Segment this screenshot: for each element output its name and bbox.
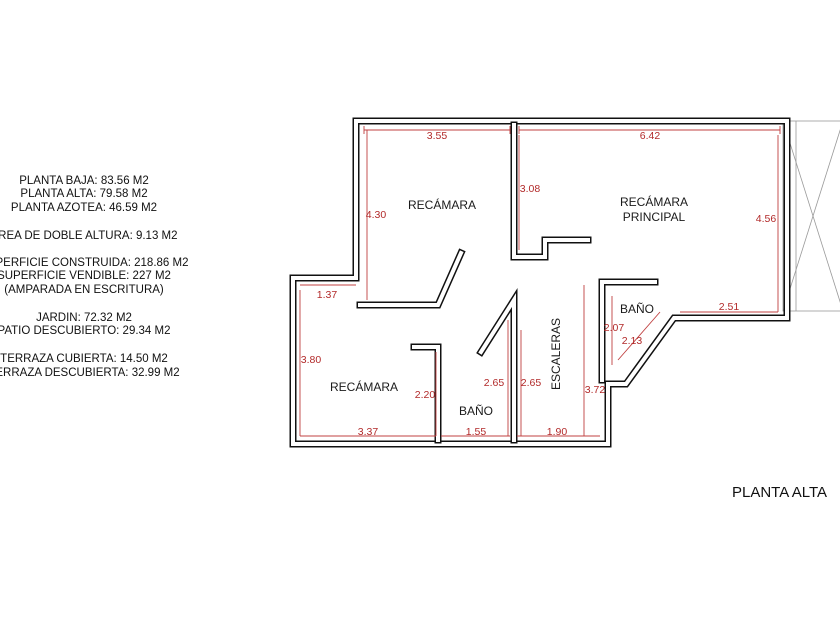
dimension-label: 3.37 xyxy=(358,426,379,438)
exterior-wall xyxy=(289,117,791,448)
room-label-bano: BAÑO xyxy=(459,404,493,418)
dimension-label: 2.20 xyxy=(415,389,436,401)
room-label-recamara-2: RECÁMARA xyxy=(330,379,398,394)
dimension-label: 3.55 xyxy=(427,130,448,142)
dimension-label: 3.80 xyxy=(301,354,322,366)
dimension-label: 2.13 xyxy=(622,335,643,347)
dimension-label: 3.08 xyxy=(520,183,541,195)
dimension-label: 1.55 xyxy=(466,426,487,438)
dimension-label: 1.37 xyxy=(317,289,338,301)
dimension-label: 1.90 xyxy=(547,426,568,438)
dimension-label: 2.07 xyxy=(604,322,625,334)
plan-title: PLANTA ALTA xyxy=(732,484,827,501)
dimension-label: 4.30 xyxy=(366,209,387,221)
room-label-bano-2: BAÑO xyxy=(620,302,654,316)
interior-walls xyxy=(356,121,659,444)
terrace-outline xyxy=(782,120,840,312)
dimension-label: 2.51 xyxy=(719,301,740,313)
dimension-label: 2.65 xyxy=(521,377,542,389)
dimension-label: 6.42 xyxy=(640,130,661,142)
room-label-recamara: RECÁMARA xyxy=(408,197,476,212)
room-label-escaleras: ESCALERAS xyxy=(549,318,563,390)
dimension-lines xyxy=(299,126,781,437)
dimension-label: 2.65 xyxy=(484,377,505,389)
room-label-recamara-principal-2: PRINCIPAL xyxy=(623,210,686,224)
dimension-label: 4.56 xyxy=(756,213,777,225)
dimension-label: 3.72 xyxy=(585,384,606,396)
room-label-recamara-principal: RECÁMARA xyxy=(620,194,688,209)
